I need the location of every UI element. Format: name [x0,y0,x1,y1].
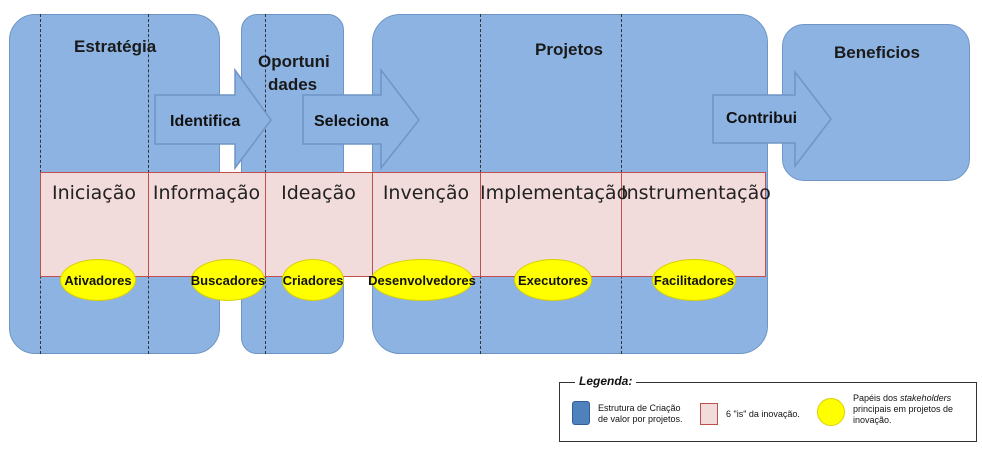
title-oportunidades-2: dades [268,75,318,94]
arrow-contribui [712,70,832,169]
title-projetos: Projetos [535,40,604,59]
band-divider [621,172,622,277]
phase-informacao: Informação [152,182,261,204]
title-estrategia: Estratégia [74,37,157,56]
phase-instrumentacao: Instrumentação [621,182,771,204]
label-identifica: Identifica [170,113,241,130]
role-desenvolvedores: Desenvolvedores [368,259,476,301]
legend-swatch-pink [700,403,718,425]
legend-swatch-yellow [817,398,845,426]
title-beneficios: Beneficios [834,43,920,62]
legend-swatch-blue [572,401,590,425]
label-seleciona: Seleciona [314,113,389,130]
role-facilitadores: Facilitadores [652,259,736,301]
arrow-identifica [154,68,272,170]
arrow-seleciona [302,68,420,170]
role-buscadores: Buscadores [191,259,265,301]
role-executores: Executores [514,259,592,301]
legend-box [559,382,977,442]
role-criadores: Criadores [282,259,344,301]
legend-title: Legenda: [575,374,637,388]
legend-roles-part2: principais em projetos de inovação. [853,404,954,425]
phase-implementacao: Implementação [480,182,629,204]
title-oportunidades-1: Oportuni [258,52,330,71]
legend-roles-part1: Papéis dos [853,393,898,403]
legend-text-roles: Papéis dos stakeholders principais em pr… [853,393,971,426]
label-contribui: Contribui [726,110,798,127]
band-divider [148,172,149,277]
band-divider [372,172,373,277]
phase-ideacao: Ideação [281,182,356,204]
role-ativadores: Ativadores [60,259,136,301]
band-divider [265,172,266,277]
legend-roles-italic: stakeholders [900,393,952,403]
legend-text-structure: Estrutura de Criação de valor por projet… [598,403,683,424]
phase-invencao: Invenção [382,182,470,204]
phase-iniciacao: Iniciação [51,182,136,204]
legend-text-6is: 6 "is" da inovação. [726,409,800,419]
band-divider [480,172,481,277]
